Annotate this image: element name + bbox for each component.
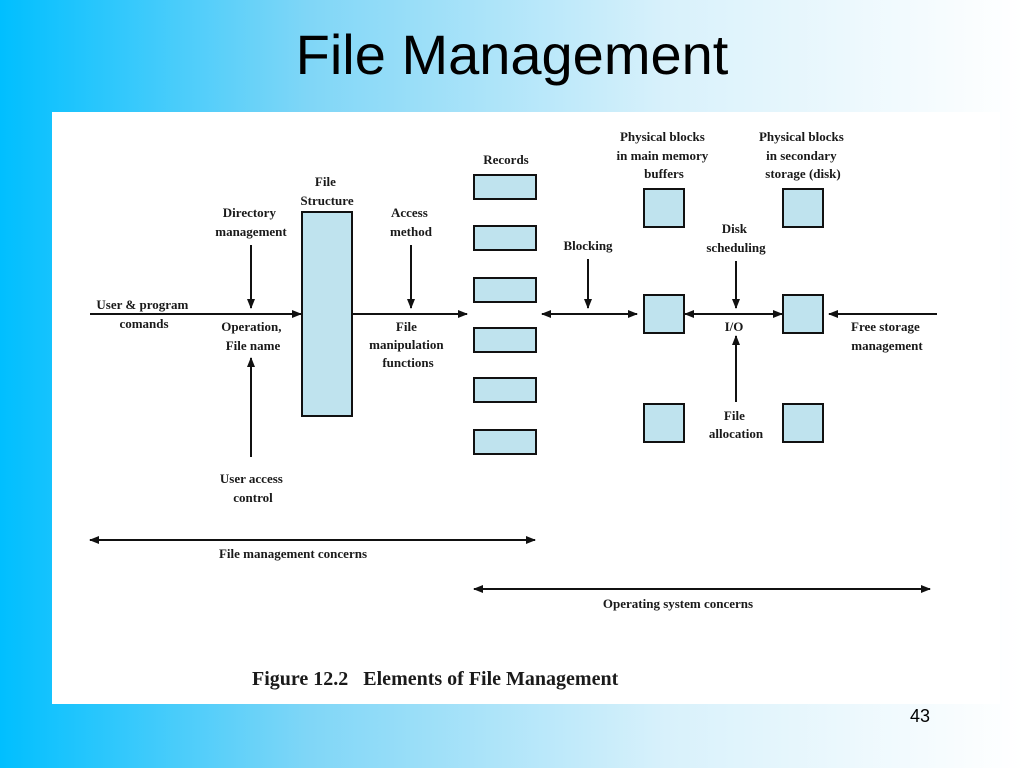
main-memory-block-io xyxy=(643,294,685,334)
free-storage-label: Free storage management xyxy=(851,319,923,353)
record-box xyxy=(473,377,537,403)
physical-secondary-label: Physical blocks in secondary storage (di… xyxy=(759,129,847,181)
record-box xyxy=(473,327,537,353)
file-structure-box xyxy=(301,211,353,417)
blocking-label: Blocking xyxy=(563,238,613,253)
record-box xyxy=(473,174,537,200)
record-box xyxy=(473,225,537,251)
record-box xyxy=(473,429,537,455)
access-method-label: Access method xyxy=(390,205,433,239)
file-allocation-label: File allocation xyxy=(709,408,764,441)
disk-scheduling-label: Disk scheduling xyxy=(706,221,766,255)
file-manipulation-label: File manipulation functions xyxy=(369,319,447,370)
figure-caption: Figure 12.2 Elements of File Management xyxy=(252,668,619,690)
record-box xyxy=(473,277,537,303)
directory-management-label: Directory management xyxy=(215,205,287,239)
secondary-storage-block-top xyxy=(782,188,824,228)
slide-title: File Management xyxy=(295,23,729,86)
main-memory-block-top xyxy=(643,188,685,228)
user-program-label: User & program comands xyxy=(96,297,191,331)
main-memory-block-bottom xyxy=(643,403,685,443)
secondary-storage-block-bottom xyxy=(782,403,824,443)
file-mgmt-concerns-label: File management concerns xyxy=(219,546,367,561)
file-management-diagram: User & program comands Directory managem… xyxy=(89,129,937,690)
os-concerns-label: Operating system concerns xyxy=(603,596,753,611)
user-access-control-label: User access control xyxy=(220,471,286,505)
physical-main-memory-label: Physical blocks in main memory buffers xyxy=(617,129,712,181)
file-structure-label: File Structure xyxy=(300,174,353,208)
figure-panel: User & program comands Directory managem… xyxy=(52,112,1000,704)
slide-page-number: 43 xyxy=(909,706,931,726)
operation-file-name-label: Operation, File name xyxy=(221,319,285,353)
records-label: Records xyxy=(483,152,529,167)
secondary-storage-block-io xyxy=(782,294,824,334)
io-label: I/O xyxy=(725,319,744,334)
